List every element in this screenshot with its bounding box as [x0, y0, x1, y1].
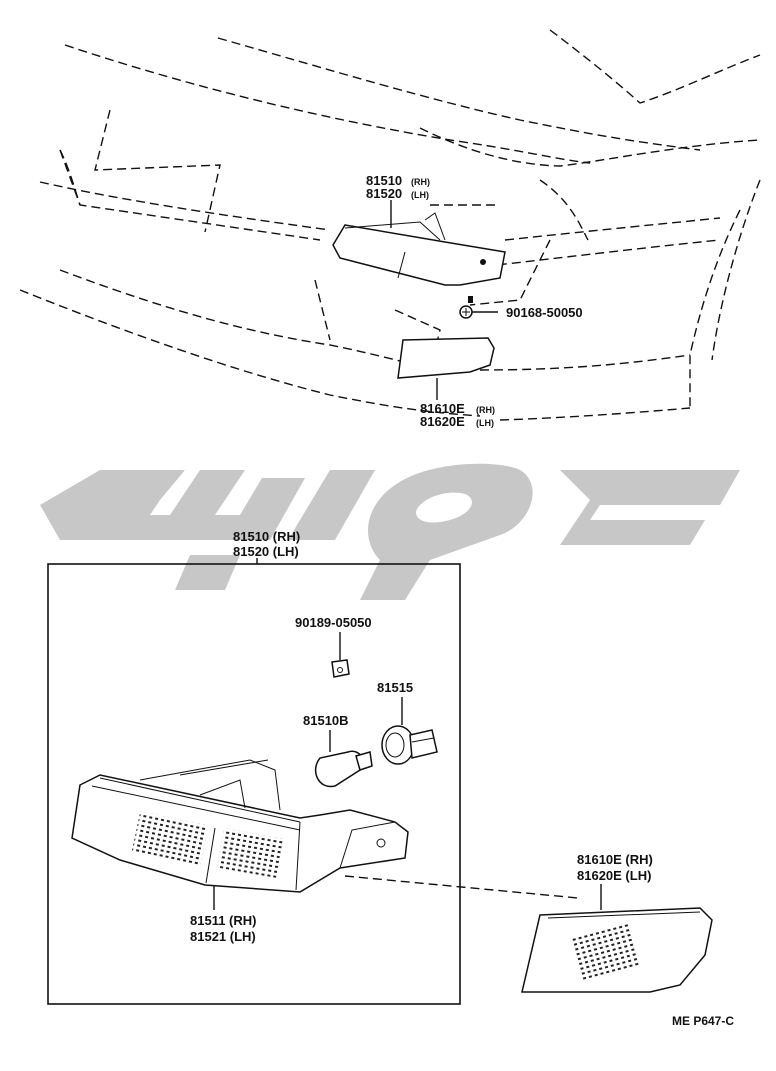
lens-label-1: 81511 (RH) — [190, 913, 256, 928]
socket-label: 81515 — [377, 680, 413, 695]
bulb-label: 81510B — [303, 713, 349, 728]
watermark-logo — [40, 463, 740, 600]
bulb-icon — [314, 750, 373, 788]
upper-screw-label: 90168-50050 — [506, 305, 583, 320]
upper-side-lamp-label-1: 81610E — [420, 401, 465, 416]
bulb-socket-icon — [381, 725, 438, 765]
upper-side-marker-lamp — [397, 337, 495, 379]
car-body-outline — [19, 29, 761, 421]
assembly-label-1: 81510 (RH) — [233, 529, 300, 544]
upper-lamp-label-1: 81510 — [366, 173, 402, 188]
side-marker-label-1: 81610E (RH) — [577, 852, 653, 867]
side-marker-label-2: 81620E (LH) — [577, 868, 651, 883]
side-marker-lamp — [521, 907, 713, 993]
reference-code: ME P647-C — [672, 1014, 734, 1028]
clip-icon — [331, 659, 350, 678]
upper-turn-lamp — [332, 212, 506, 286]
upper-lamp-label-1-side: (RH) — [411, 177, 430, 187]
turn-lamp-assembly — [71, 759, 409, 893]
clip-label: 90189-05050 — [295, 615, 372, 630]
detail-box-frame — [47, 563, 461, 1005]
screw-icon — [459, 296, 473, 319]
upper-side-lamp-label-2-side: (LH) — [476, 418, 494, 428]
assembly-label-2: 81520 (LH) — [233, 544, 299, 559]
upper-side-lamp-label-1-side: (RH) — [476, 405, 495, 415]
lens-label-2: 81521 (LH) — [190, 929, 256, 944]
upper-lamp-label-2: 81520 — [366, 186, 402, 201]
upper-lamp-label-2-side: (LH) — [411, 190, 429, 200]
upper-side-lamp-label-2: 81620E — [420, 414, 465, 429]
